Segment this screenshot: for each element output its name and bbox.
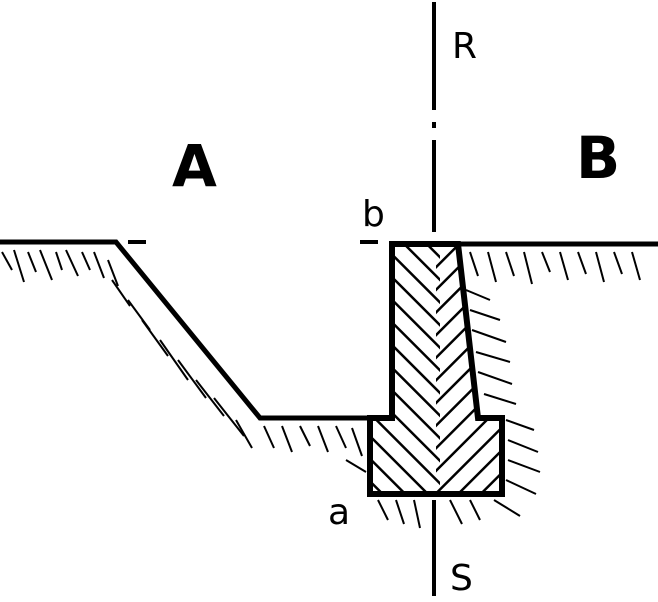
soil-texture-left: [1, 249, 421, 529]
axis-label-r: R: [452, 26, 477, 67]
region-label-a: A: [172, 132, 217, 200]
ground-profile-left: [0, 239, 392, 421]
point-label-b: b: [362, 194, 385, 235]
point-label-a: a: [328, 492, 350, 533]
retaining-wall: [367, 241, 505, 497]
region-label-b: B: [576, 124, 620, 192]
axis-label-s: S: [450, 558, 473, 599]
soil-texture-right: [449, 251, 641, 525]
